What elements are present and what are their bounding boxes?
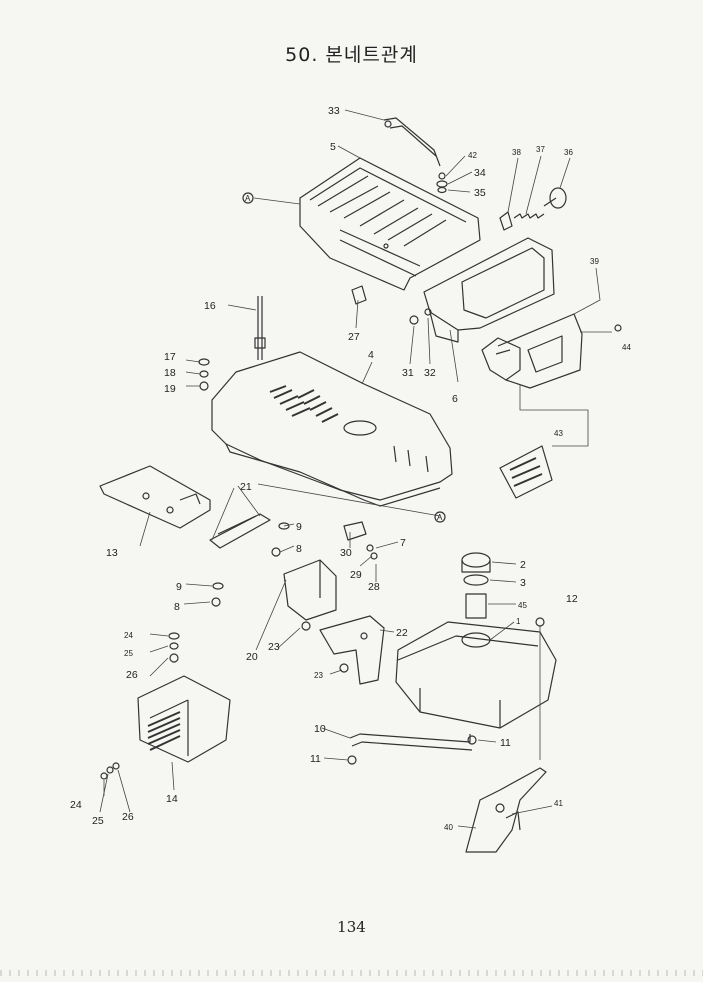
callout-label: 1: [516, 617, 521, 626]
leader-lines: [99, 109, 612, 829]
callout-label: 5: [330, 141, 336, 153]
callout-label: 36: [564, 148, 573, 157]
callout-label: 33: [328, 105, 340, 117]
callout-label: 18: [164, 367, 176, 379]
part-1-fuel-tank: [395, 621, 557, 729]
part-13-bracket: [99, 465, 211, 529]
callout-label: 11: [500, 737, 511, 749]
callout-labels: 33 5 42 34 35 38 37 36 39 16 27 4 17 18 …: [70, 105, 631, 832]
part-22-bracket: [301, 615, 385, 685]
callout-label: 14: [166, 793, 178, 805]
callout-label: 19: [164, 383, 176, 395]
callout-label: 42: [468, 151, 477, 160]
callout-label: 39: [590, 257, 599, 266]
callout-label: 8: [174, 601, 180, 613]
washers-17-18-19: [198, 358, 210, 391]
fasteners-24-25-26: [100, 632, 180, 780]
reference-marker-a-label: A: [245, 194, 251, 203]
part-43-vent-plate: [499, 445, 553, 499]
callout-label: 35: [474, 187, 486, 199]
part-12-bolt: [535, 617, 545, 760]
part-20-cover: [283, 559, 337, 621]
bolts-31-32: [409, 308, 432, 325]
callout-label: 41: [554, 799, 563, 808]
callout-label: 17: [164, 351, 176, 363]
callout-label: 21: [240, 481, 252, 493]
callout-label: 27: [348, 331, 360, 343]
callout-label: 3: [520, 577, 526, 589]
hardware-8-9: [211, 522, 290, 607]
part-39-air-box: [423, 237, 555, 343]
callout-label: 9: [176, 581, 182, 593]
callout-label: 11: [310, 753, 321, 765]
callout-label: 32: [424, 367, 436, 379]
callout-label: 6: [452, 393, 458, 405]
callout-label: 7: [400, 537, 406, 549]
callout-label: 25: [92, 815, 104, 827]
callout-label: 22: [396, 627, 408, 639]
spring-assembly-36-37-38: [499, 187, 567, 231]
part-5-rear-grille: [299, 157, 481, 291]
reference-marker-a: A A: [242, 192, 446, 523]
part-6-bracket: [481, 337, 521, 381]
scan-edge-noise: [0, 970, 703, 976]
page-title: 50. 본네트관계: [285, 44, 418, 66]
fastener-42-34-35: [436, 172, 448, 194]
callout-label: 10: [314, 723, 326, 735]
callout-label: 37: [536, 145, 545, 154]
callout-label: 38: [512, 148, 521, 157]
callout-label: 23: [314, 671, 323, 680]
tank-bracket-40-41: [465, 767, 547, 853]
part-39-side-panel: [497, 313, 622, 389]
callout-label: 8: [296, 543, 302, 555]
callout-label: 26: [126, 669, 138, 681]
callout-label: 31: [402, 367, 414, 379]
callout-label: 43: [554, 429, 563, 438]
fuel-cap-2-3-45: [461, 552, 491, 619]
callout-label: 24: [70, 799, 82, 811]
callout-label: 2: [520, 559, 526, 571]
fuel-hose-10-11: [347, 733, 477, 765]
callout-label: 29: [350, 569, 362, 581]
part-21-rail: [209, 513, 271, 549]
callout-label: 34: [474, 167, 486, 179]
part-4-bonnet: [211, 351, 453, 507]
callout-label: 16: [204, 300, 216, 312]
callout-label: 13: [106, 547, 118, 559]
callout-label: 44: [622, 343, 631, 352]
part-27-clip: [351, 285, 367, 305]
part-16-cable: [254, 296, 266, 360]
page-number: 134: [337, 918, 366, 936]
callout-label: 12: [566, 593, 578, 605]
part-14-shield: [137, 675, 231, 763]
callout-label: 24: [124, 631, 133, 640]
callout-label: 26: [122, 811, 134, 823]
reference-marker-a-label: A: [437, 513, 443, 522]
callout-label: 28: [368, 581, 380, 593]
callout-label: 23: [268, 641, 280, 653]
callout-label: 9: [296, 521, 302, 533]
callout-label: 25: [124, 649, 133, 658]
callout-label: 20: [246, 651, 258, 663]
callout-label: 45: [518, 601, 527, 610]
part-33-handle: [383, 117, 441, 167]
callout-label: 30: [340, 547, 352, 559]
callout-label: 40: [444, 823, 453, 832]
hinge-28-29-30: [343, 521, 378, 560]
callout-label: 4: [368, 349, 374, 361]
